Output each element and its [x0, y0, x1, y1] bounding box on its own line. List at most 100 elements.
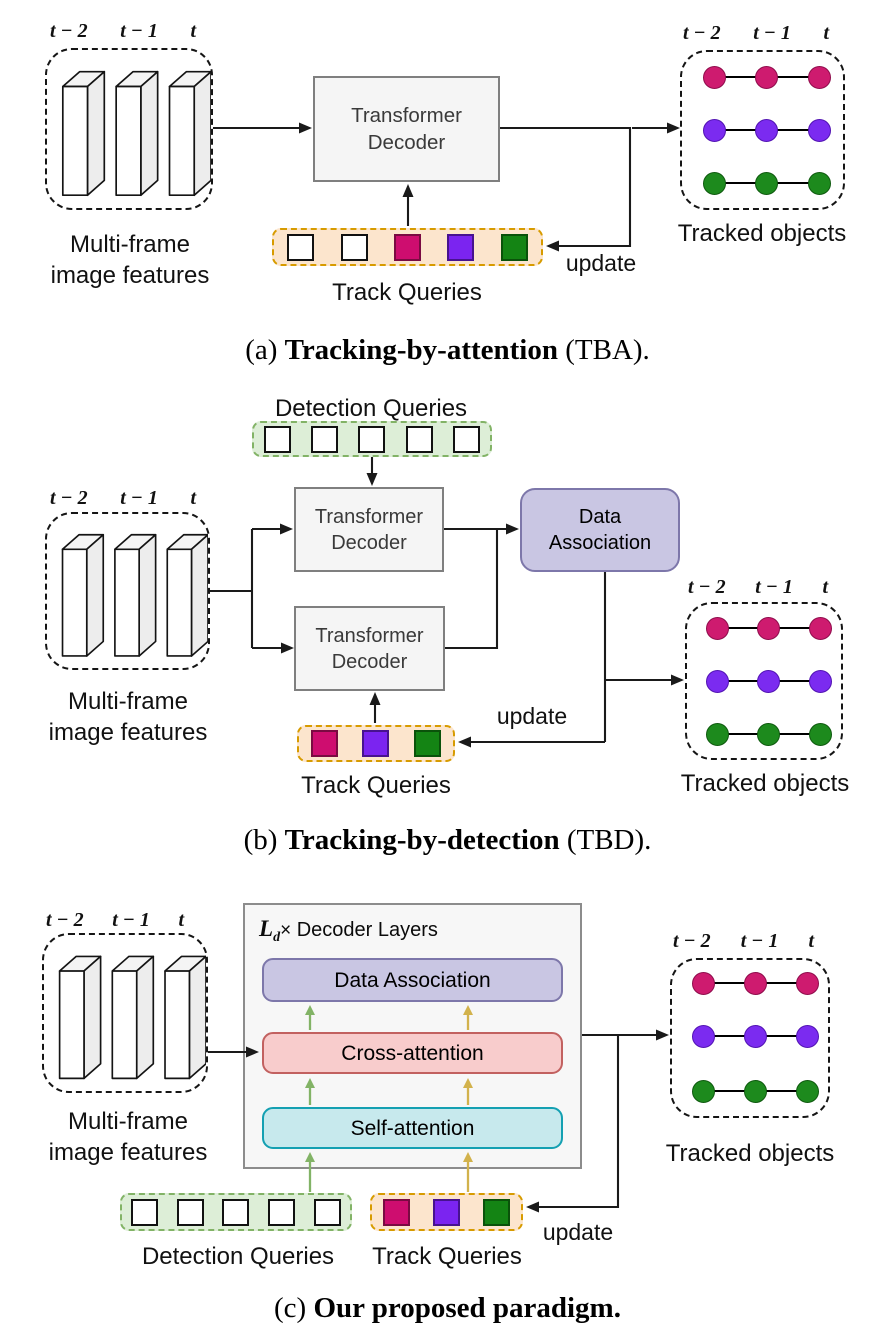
data-association-box: Data Association: [520, 488, 680, 572]
object-dot: [706, 670, 729, 693]
time-label: t − 2: [46, 909, 84, 931]
feature-cuboids-icon: [58, 955, 207, 1080]
object-dot: [744, 1025, 767, 1048]
track-queries-strip: [297, 725, 455, 762]
query-square: [222, 1198, 250, 1226]
query-square: [452, 425, 480, 453]
detection-queries-label: Detection Queries: [141, 1243, 335, 1270]
object-dot: [757, 617, 780, 640]
multi-frame-features-box: [45, 512, 210, 670]
transformer-decoder-box: Transformer Decoder: [294, 487, 444, 572]
object-dot: [744, 1080, 767, 1103]
query-square: [340, 233, 368, 261]
detection-queries-label: Detection Queries: [274, 395, 468, 422]
detection-queries-strip: [252, 421, 492, 457]
time-label: t − 1: [755, 576, 793, 598]
object-dot: [755, 119, 778, 142]
object-dot: [755, 172, 778, 195]
query-square: [383, 1198, 411, 1226]
time-label: t − 2: [683, 22, 721, 44]
time-label: t: [823, 22, 829, 44]
multi-frame-features-box: [45, 48, 213, 210]
cross-attention-layer: Cross-attention: [262, 1032, 563, 1074]
object-dot: [755, 66, 778, 89]
update-label: update: [496, 703, 568, 729]
object-dot: [692, 972, 715, 995]
query-square: [176, 1198, 204, 1226]
query-square: [358, 425, 386, 453]
multi-frame-features-box: [42, 933, 208, 1093]
multi-frame-features-label: Multi-frame image features: [48, 688, 208, 746]
tracked-objects-label: Tracked objects: [665, 1140, 835, 1167]
line-decoder2-join: [445, 529, 499, 650]
tracked-row: [672, 972, 828, 995]
track-queries-strip: [272, 228, 543, 266]
time-label: t: [190, 20, 196, 42]
query-square: [413, 730, 441, 757]
object-dot: [809, 617, 832, 640]
tracked-objects-box: [685, 602, 843, 760]
tracked-row: [687, 723, 841, 746]
query-square: [482, 1198, 510, 1226]
update-label: update: [565, 250, 637, 276]
tracked-objects-box: [670, 958, 830, 1118]
object-dot: [706, 617, 729, 640]
query-square: [432, 1198, 460, 1226]
object-dot: [796, 1025, 819, 1048]
tracked-row: [682, 66, 843, 89]
feature-cuboids-icon: [61, 70, 212, 197]
time-label: t − 1: [112, 909, 150, 931]
object-dot: [692, 1025, 715, 1048]
object-dot: [796, 1080, 819, 1103]
tracked-objects-box: [680, 50, 845, 210]
tracked-row: [682, 119, 843, 142]
object-dot: [808, 172, 831, 195]
time-label: t − 1: [740, 930, 779, 952]
object-dot: [703, 172, 726, 195]
object-dot: [808, 66, 831, 89]
time-label: t − 1: [120, 487, 158, 509]
tracked-objects-label: Tracked objects: [677, 220, 847, 247]
data-association-layer: Data Association: [262, 958, 563, 1002]
object-dot: [757, 723, 780, 746]
time-labels: t − 2 t − 1 t: [46, 909, 184, 932]
query-square: [393, 233, 421, 261]
tracked-row: [687, 670, 841, 693]
time-labels: t − 2 t − 1 t: [50, 487, 196, 510]
object-dot: [808, 119, 831, 142]
time-labels: t − 2 t − 1 t: [50, 20, 196, 43]
track-queries-label: Track Queries: [332, 279, 482, 306]
object-dot: [809, 723, 832, 746]
object-dot: [796, 972, 819, 995]
caption-c: (c) Our proposed paradigm.: [274, 1292, 621, 1324]
query-square: [268, 1198, 296, 1226]
object-dot: [706, 723, 729, 746]
time-label: t: [190, 487, 196, 509]
tracked-objects-label: Tracked objects: [680, 770, 850, 797]
decoder-layers-header: Ld× Decoder Layers: [259, 916, 438, 945]
time-label: t − 2: [50, 487, 88, 509]
query-square: [500, 233, 528, 261]
caption-b: (b) Tracking-by-detection (TBD).: [243, 824, 652, 856]
caption-a: (a) Tracking-by-attention (TBA).: [245, 334, 650, 366]
tracked-row: [672, 1080, 828, 1103]
time-labels: t − 2 t − 1 t: [688, 576, 828, 599]
time-label: t − 1: [120, 20, 158, 42]
time-label: t: [178, 909, 184, 931]
transformer-decoder-box: Transformer Decoder: [313, 76, 500, 182]
query-square: [311, 425, 339, 453]
time-label: t − 2: [688, 576, 726, 598]
tracked-row: [687, 617, 841, 640]
query-square: [131, 1198, 159, 1226]
time-label: t − 2: [50, 20, 88, 42]
query-square: [362, 730, 390, 757]
object-dot: [703, 66, 726, 89]
transformer-decoder-box: Transformer Decoder: [294, 606, 445, 691]
update-label: update: [542, 1219, 614, 1245]
query-square: [405, 425, 433, 453]
object-dot: [757, 670, 780, 693]
track-queries-label: Track Queries: [301, 772, 451, 799]
query-square: [447, 233, 475, 261]
feature-cuboids-icon: [61, 533, 209, 657]
